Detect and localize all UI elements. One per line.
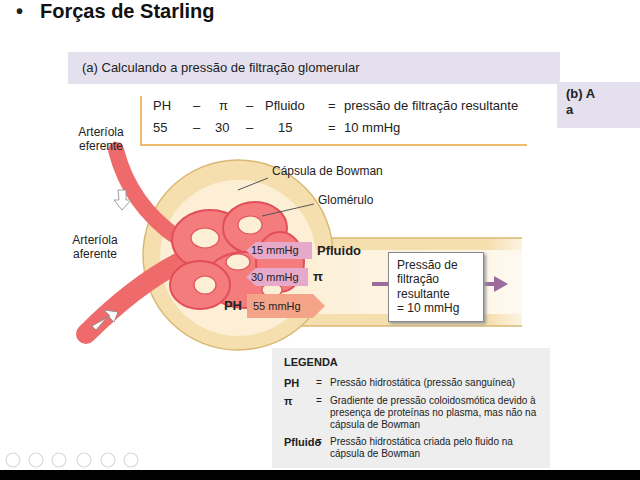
node-text: Gradiente de pressão coloidosmótica devi… — [330, 395, 542, 433]
node-text: = — [316, 395, 328, 433]
equation-term: = — [328, 99, 336, 114]
node-text: Pressão de filtração resultante — [397, 258, 475, 301]
structure-label: Glomérulo — [318, 194, 373, 208]
result-box: Pressão de filtração resultante= 10 mmHg — [388, 252, 484, 322]
panel-header: (a) Calculando a pressão de filtração gl… — [68, 52, 560, 84]
node-text: 15 mmHg — [246, 242, 312, 259]
equation-term: π — [219, 99, 228, 114]
equation-value: – — [193, 121, 200, 136]
structure-label: Arteríola aferente — [60, 234, 130, 262]
node-text: = 10 mmHg — [397, 301, 475, 315]
leader-line — [238, 178, 268, 190]
node-text: PH — [224, 298, 242, 314]
node-text: Pressão hidrostática (pressão sanguínea) — [330, 377, 542, 392]
panel-header: (b) Aa — [566, 86, 636, 118]
toolbar-icons — [6, 453, 138, 467]
pressure-arrow: 30 mmHgπ — [246, 268, 308, 286]
equation-bracket — [141, 96, 527, 145]
equation-value: – — [246, 121, 253, 136]
node-text: = — [316, 436, 328, 462]
node-text: 55 mmHg — [247, 294, 325, 318]
pressure-arrow: 55 mmHgPH — [247, 294, 325, 318]
node-text: (a) Calculando a pressão de filtração gl… — [68, 52, 560, 75]
node-text: a — [566, 102, 636, 118]
pressure-arrow: 15 mmHgPfluido — [246, 242, 312, 259]
panel-b-bg — [557, 82, 640, 128]
tubule — [290, 238, 522, 326]
node-text: π — [284, 395, 314, 433]
equation-value: 30 — [215, 121, 229, 136]
slide-title: Forças de Starling — [40, 0, 215, 23]
equation-value: = — [328, 121, 336, 136]
node-text: Pfluido — [284, 436, 314, 462]
bullet: • — [16, 0, 23, 23]
node-text: π — [313, 269, 323, 285]
equation-term: Pfluido — [265, 99, 305, 114]
node-text: PH — [284, 377, 314, 392]
equation-value: 55 — [153, 121, 167, 136]
equation-value: 10 mmHg — [344, 121, 400, 136]
leader-line — [262, 204, 314, 216]
node-text: (b) A — [566, 86, 636, 102]
node-text: 30 mmHg — [246, 268, 308, 286]
equation-term: PH — [153, 99, 171, 114]
equation-term: pressão de filtração resultante — [344, 99, 518, 114]
bowman-capsule — [143, 160, 333, 350]
equation-term: – — [246, 99, 253, 114]
equation-value: 15 — [278, 121, 292, 136]
structure-label: Cápsula de Bowman — [272, 165, 383, 179]
equation-term: – — [193, 99, 200, 114]
bottom-bar — [0, 470, 640, 480]
header-band-bg — [68, 52, 560, 84]
node-text: LEGENDA — [284, 356, 542, 371]
node-text: = — [316, 377, 328, 392]
node-text: Pressão hidrostática criada pelo fluido … — [330, 436, 542, 462]
structure-label: Arteríola eferente — [66, 126, 136, 154]
legend-box: LEGENDAPH=Pressão hidrostática (pressão … — [272, 348, 550, 468]
afferent-arteriole — [86, 262, 180, 334]
node-text: Pfluido — [317, 243, 361, 259]
